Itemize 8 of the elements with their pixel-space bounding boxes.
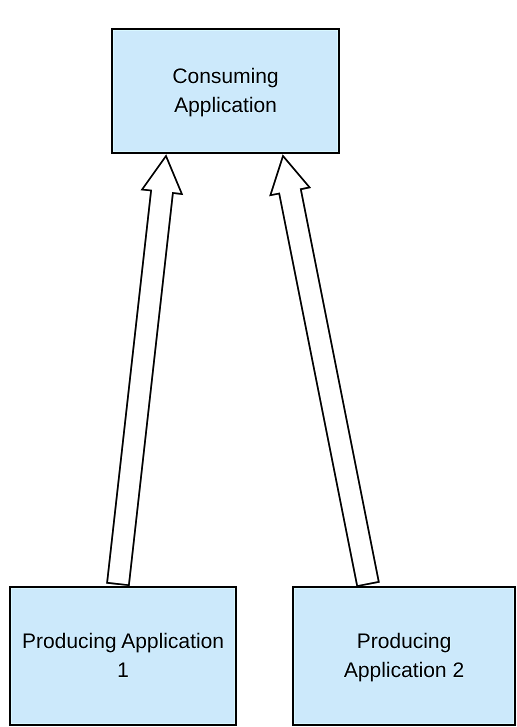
process-box [111, 28, 340, 154]
box-label: Producing Application 2 [342, 628, 466, 684]
block-arrow [106, 154, 184, 586]
block-arrow [269, 154, 380, 588]
box-label: Consuming Application [171, 64, 280, 119]
process-box [292, 586, 516, 726]
process-box [9, 586, 237, 726]
box-label: Producing Application 1 [21, 628, 225, 684]
